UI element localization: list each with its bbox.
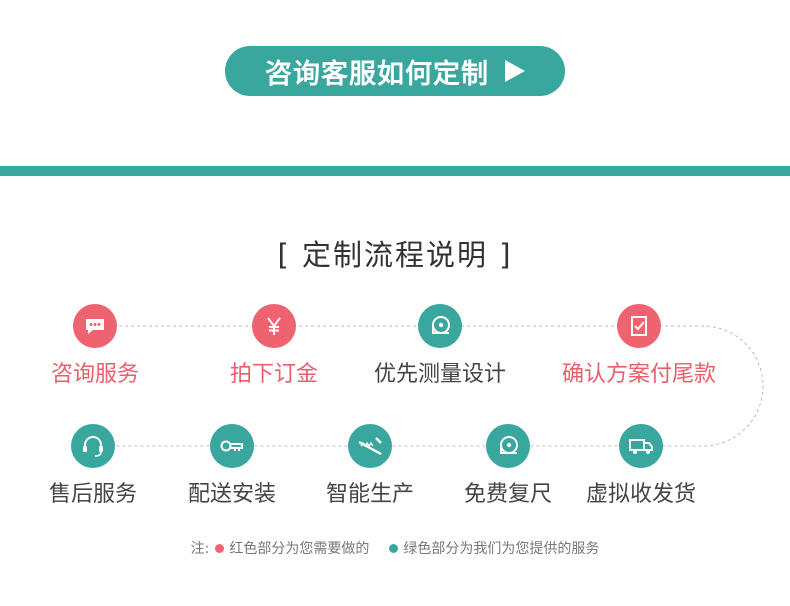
- step-label: 免费复尺: [463, 482, 552, 507]
- tape-measure-icon: [418, 304, 462, 348]
- checklist-icon: [617, 304, 661, 348]
- yen-icon: [252, 304, 296, 348]
- note-green-text: 绿色部分为我们为您提供的服务: [403, 541, 600, 557]
- step-virtual-shipping: 虚拟收发货: [561, 424, 721, 508]
- step-label: 虚拟收发货: [585, 482, 696, 507]
- section-divider: [0, 166, 790, 176]
- step-priority-measure-design: 优先测量设计: [360, 304, 520, 388]
- play-arrow-icon: [505, 60, 525, 82]
- step-delivery-installation: 配送安装: [152, 424, 312, 508]
- truck-icon: [619, 424, 663, 468]
- step-free-remeasure: 免费复尺: [428, 424, 588, 508]
- note-red-text: 红色部分为您需要做的: [229, 541, 370, 557]
- saw-icon: [348, 424, 392, 468]
- step-label: 智能生产: [325, 482, 414, 507]
- step-label: 拍下订金: [229, 362, 318, 387]
- step-smart-production: 智能生产: [290, 424, 450, 508]
- step-label: 咨询服务: [50, 362, 139, 387]
- step-label: 售后服务: [48, 482, 137, 507]
- step-label: 优先测量设计: [373, 362, 506, 387]
- consult-button-label: 咨询客服如何定制: [265, 58, 489, 90]
- red-dot-icon: [215, 543, 225, 553]
- step-after-sales-service: 售后服务: [13, 424, 173, 508]
- headset-icon: [71, 424, 115, 468]
- section-title: [ 定制流程说明 ]: [277, 238, 513, 272]
- consult-customer-service-button[interactable]: 咨询客服如何定制: [225, 46, 565, 96]
- wrench-icon: [210, 424, 254, 468]
- legend-note: 注: 红色部分为您需要做的 绿色部分为我们为您提供的服务: [0, 538, 790, 558]
- step-label: 配送安装: [187, 482, 276, 507]
- step-pay-deposit: 拍下订金: [194, 304, 354, 388]
- note-prefix: 注:: [190, 541, 210, 557]
- tape-measure-icon: [486, 424, 530, 468]
- green-dot-icon: [389, 543, 399, 553]
- step-consult-service: 咨询服务: [15, 304, 175, 388]
- step-label: 确认方案付尾款: [561, 362, 716, 387]
- step-confirm-plan-pay-balance: 确认方案付尾款: [559, 304, 719, 388]
- chat-bubble-icon: [73, 304, 117, 348]
